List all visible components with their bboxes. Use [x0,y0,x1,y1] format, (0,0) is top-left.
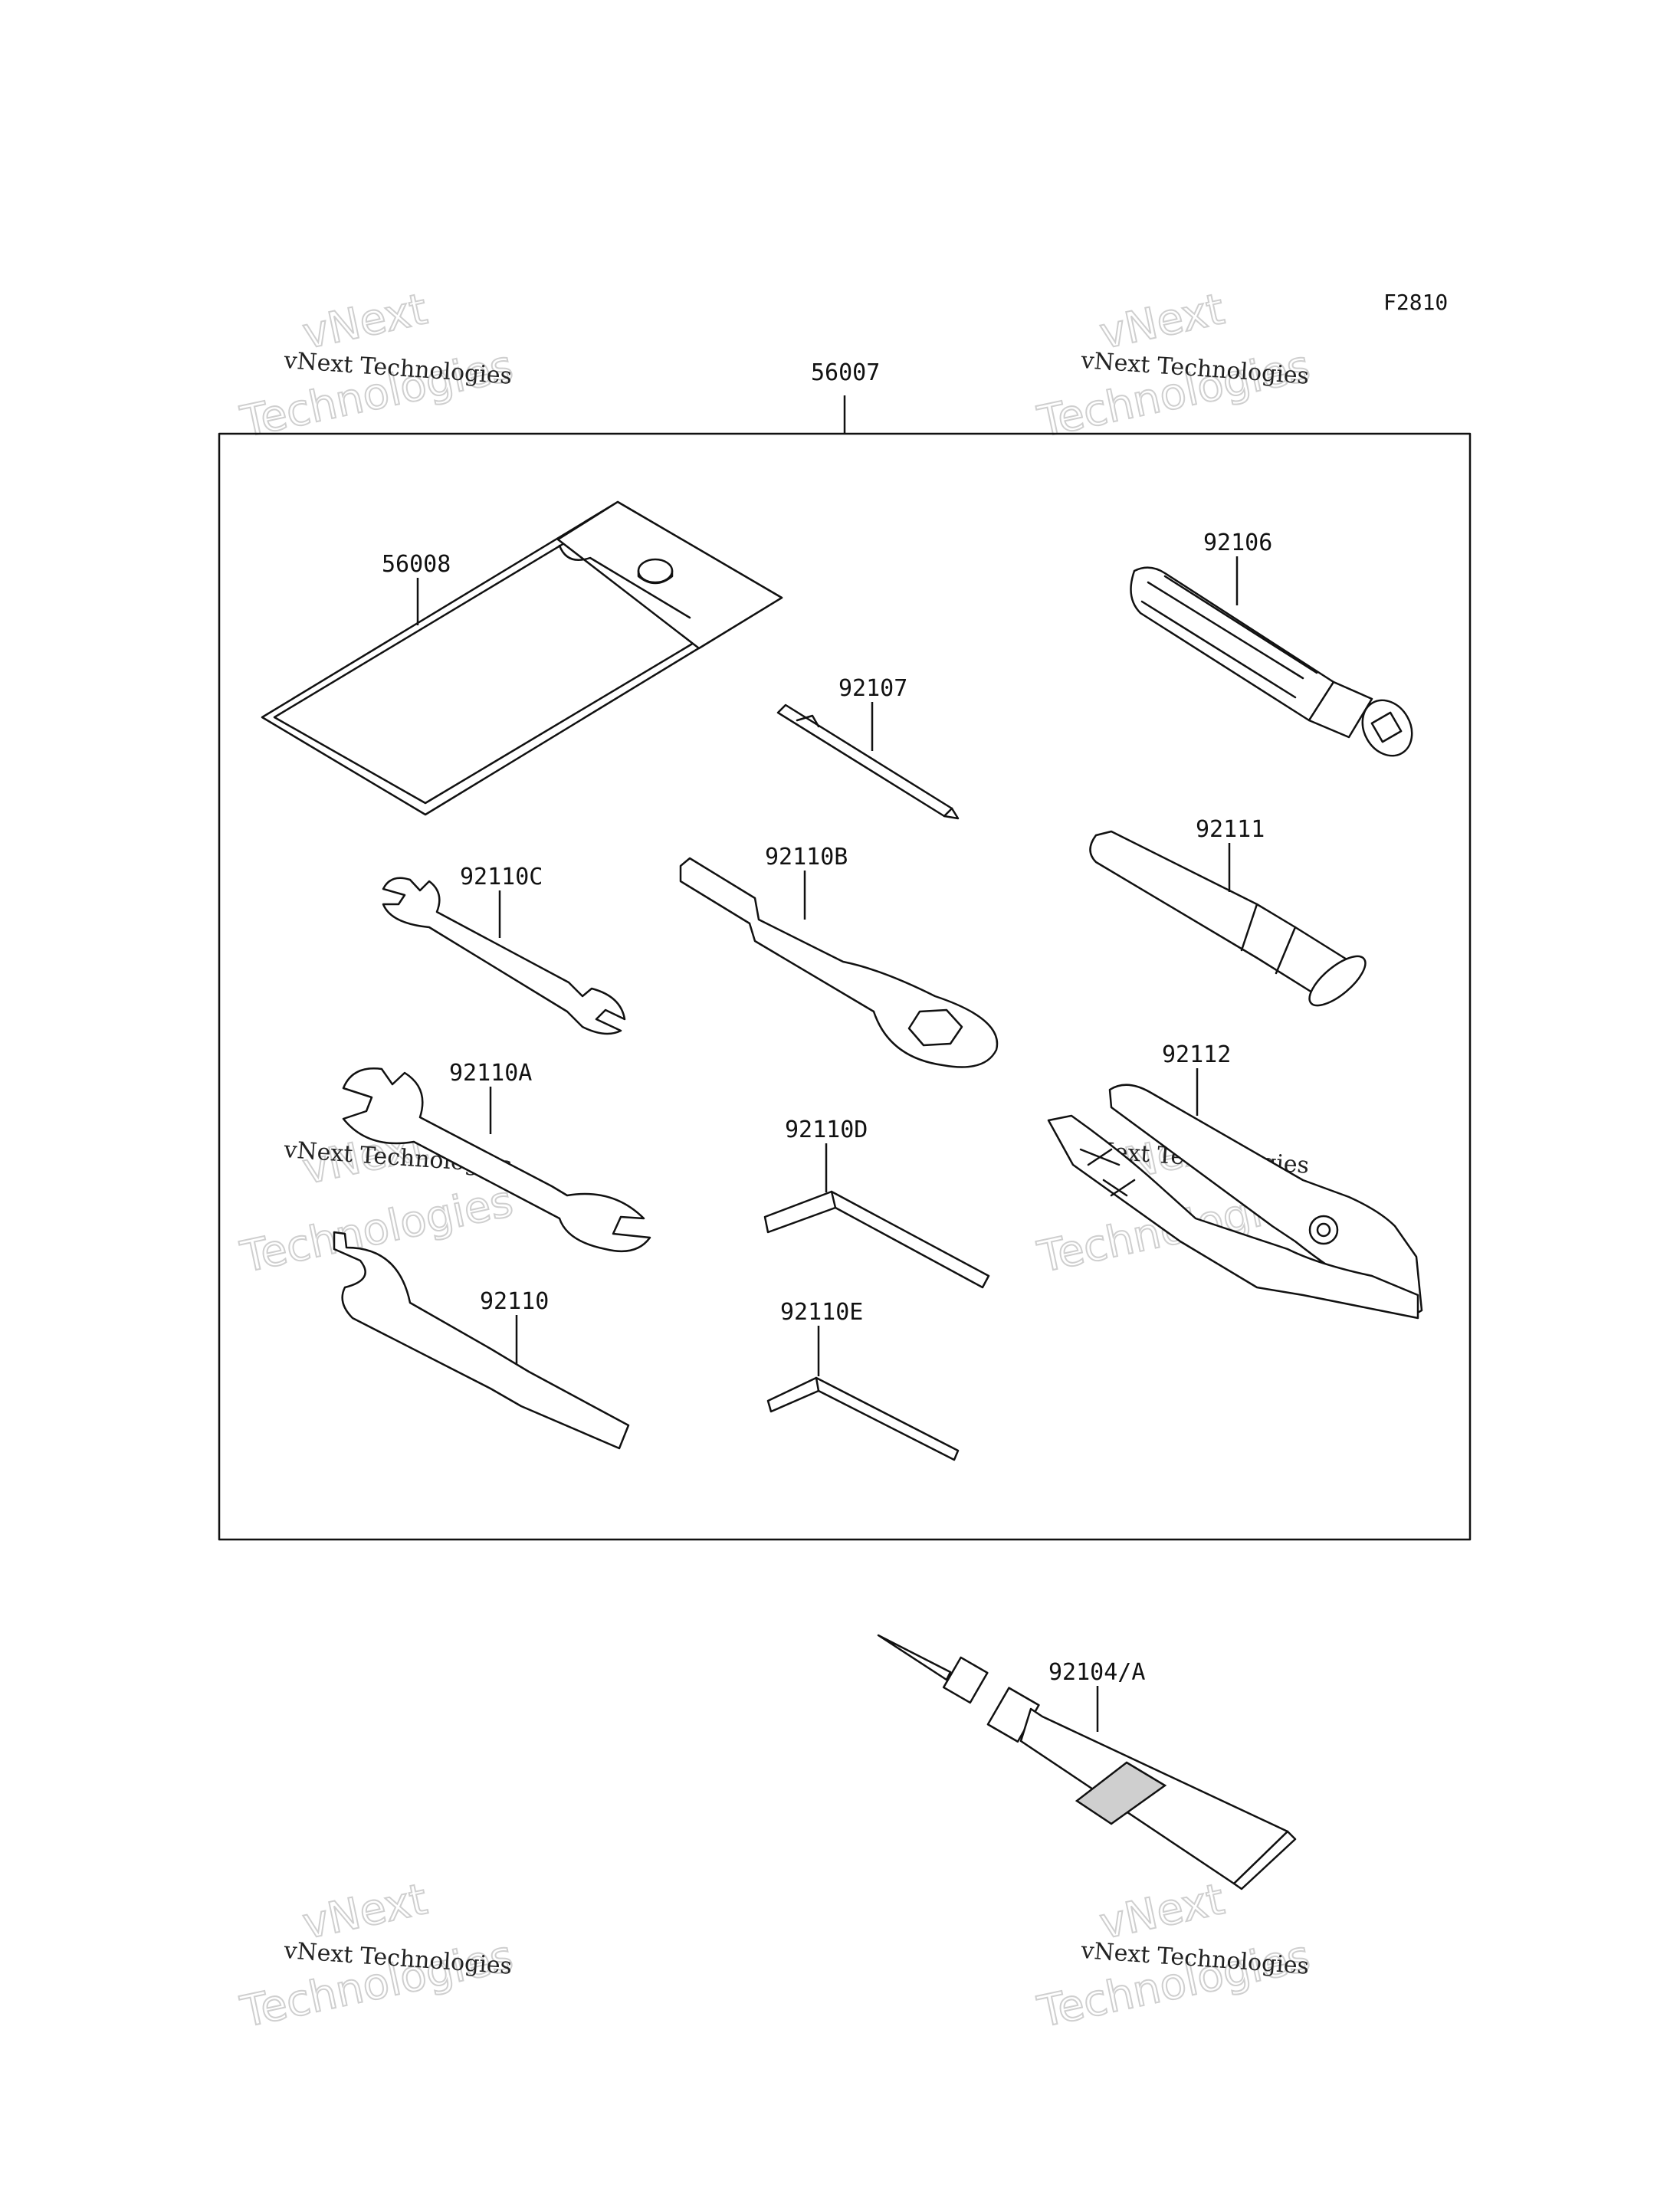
tool-bag[interactable] [261,500,783,816]
label-pliers[interactable]: 92112 [1162,1041,1231,1068]
watermark-bottom-left: vNext Technologies vNext Technologies [235,1874,517,2038]
watermark-big-vnext: vNext [1095,1874,1229,1949]
watermark-bottom-right: vNext Technologies vNext Technologies [1032,1874,1314,2038]
grease-tube[interactable] [877,1634,1297,1890]
label-wrench-a[interactable]: 92110A [449,1060,532,1087]
wrench-c[interactable] [382,877,626,1035]
label-grease-tube[interactable]: 92104/A [1048,1659,1145,1686]
watermark-big-vnext: vNext [298,1874,431,1949]
hex-key-d[interactable] [763,1190,990,1289]
hook-wrench[interactable] [333,1231,630,1450]
driver-handle[interactable] [1130,566,1422,765]
watermark-top-left: vNext Technologies vNext Technologies [235,284,517,448]
wrench-b[interactable] [679,857,999,1068]
watermark-big-vnext: vNext [298,284,431,359]
watermark-top-right: vNext Technologies vNext Technologies [1032,284,1314,448]
label-wrench-b[interactable]: 92110B [765,844,848,871]
wrench-a[interactable] [342,1067,651,1253]
pliers[interactable] [1047,1084,1423,1320]
hex-key-e[interactable] [766,1376,960,1461]
label-tool-kit[interactable]: 56007 [811,359,880,386]
label-tool-bag[interactable]: 56008 [382,551,451,578]
label-driver-bit[interactable]: 92107 [838,675,907,702]
figure-code: F2810 [1383,290,1448,315]
extension-bar[interactable] [1089,830,1373,1014]
label-hook-wrench[interactable]: 92110 [480,1288,549,1315]
watermark-big-vnext: vNext [1095,284,1229,359]
label-hex-key-e[interactable]: 92110E [780,1299,863,1326]
label-driver-handle[interactable]: 92106 [1203,530,1272,556]
label-wrench-c[interactable]: 92110C [460,864,543,890]
driver-bit[interactable] [776,703,960,820]
label-hex-key-d[interactable]: 92110D [785,1117,868,1143]
label-extension-bar[interactable]: 92111 [1196,816,1265,843]
